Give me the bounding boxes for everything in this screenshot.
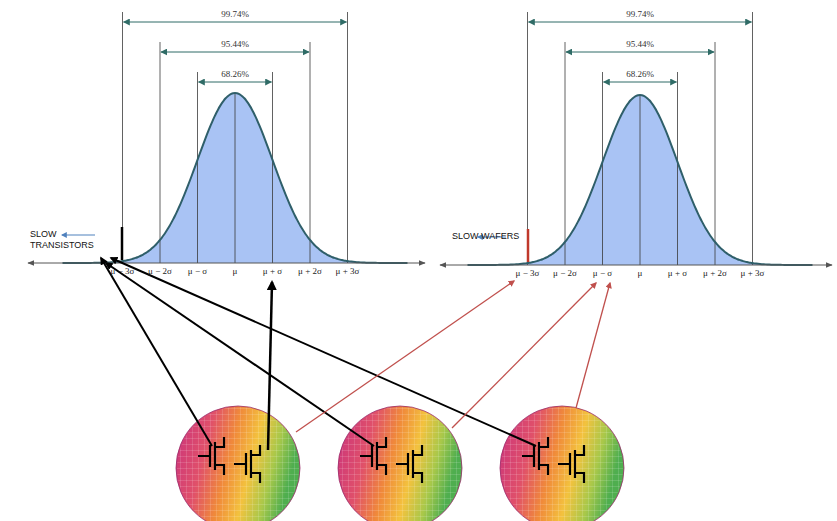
sigma-line — [715, 42, 716, 265]
curve-fill — [468, 95, 813, 265]
axis-tick-label: μ + σ — [668, 268, 687, 278]
sigma-line — [752, 12, 753, 265]
transistor-symbol — [522, 437, 548, 475]
mapping-arrow — [111, 258, 536, 446]
axis-tick-label: μ + 3σ — [336, 266, 360, 276]
sigma-line — [527, 12, 528, 265]
percentage-label: 95.44% — [221, 39, 249, 49]
axis-tick-label: μ + 3σ — [741, 268, 765, 278]
x-axis — [440, 265, 832, 266]
sigma-line — [272, 72, 273, 263]
axis-tick-label: μ − 2σ — [148, 266, 172, 276]
transistor-symbol — [360, 437, 386, 475]
range-bracket — [566, 52, 714, 53]
cutoff-mark — [121, 227, 124, 260]
sigma-line — [565, 42, 566, 265]
normal-curve-chart — [28, 12, 425, 263]
percentage-label: 99.74% — [626, 9, 654, 19]
direction-arrow — [62, 235, 95, 236]
curve-outline — [468, 95, 813, 265]
mapping-arrow — [268, 282, 272, 450]
range-bracket — [199, 82, 272, 83]
transistor-symbol — [396, 445, 422, 483]
percentage-label: 99.74% — [221, 9, 249, 19]
axis-tick-label: μ − 3σ — [516, 268, 540, 278]
percentage-label: 68.26% — [626, 69, 654, 79]
cutoff-mark — [527, 229, 530, 262]
sigma-line — [347, 12, 348, 263]
wafer — [338, 406, 462, 521]
range-bracket — [124, 22, 347, 23]
axis-tick-label: μ − σ — [593, 268, 612, 278]
axis-tick-label: μ + 2σ — [298, 266, 322, 276]
mapping-arrow — [576, 283, 610, 408]
curve-fill — [63, 93, 408, 263]
slow-label: SLOW TRANSISTORS — [30, 229, 92, 252]
sigma-line — [122, 12, 123, 263]
axis-tick-label: μ − σ — [188, 266, 207, 276]
sigma-line — [640, 95, 641, 265]
curve-outline — [63, 93, 408, 263]
sigma-line — [677, 72, 678, 265]
transistor-symbol — [558, 445, 584, 483]
wafer — [176, 406, 300, 521]
axis-tick-label: μ − 2σ — [553, 268, 577, 278]
slow-label: SLOW WAFERS — [452, 231, 522, 242]
mapping-arrow — [101, 258, 212, 446]
wafer — [500, 406, 624, 521]
sigma-line — [310, 42, 311, 263]
range-bracket — [161, 52, 309, 53]
mapping-arrow — [296, 281, 514, 432]
axis-tick-label: μ + 2σ — [703, 268, 727, 278]
sigma-line — [602, 72, 603, 265]
sigma-line — [235, 93, 236, 263]
normal-curve-chart — [440, 12, 832, 265]
range-bracket — [604, 82, 677, 83]
transistor-symbol — [234, 445, 260, 483]
axis-tick-label: μ — [638, 268, 643, 278]
axis-tick-label: μ — [233, 266, 238, 276]
mapping-arrow — [106, 263, 374, 446]
axis-tick-label: μ − 3σ — [111, 266, 135, 276]
sigma-line — [197, 72, 198, 263]
percentage-label: 95.44% — [626, 39, 654, 49]
mapping-arrow — [452, 283, 596, 428]
x-axis — [28, 263, 425, 264]
range-bracket — [529, 22, 752, 23]
percentage-label: 68.26% — [221, 69, 249, 79]
sigma-line — [160, 42, 161, 263]
axis-tick-label: μ + σ — [263, 266, 282, 276]
